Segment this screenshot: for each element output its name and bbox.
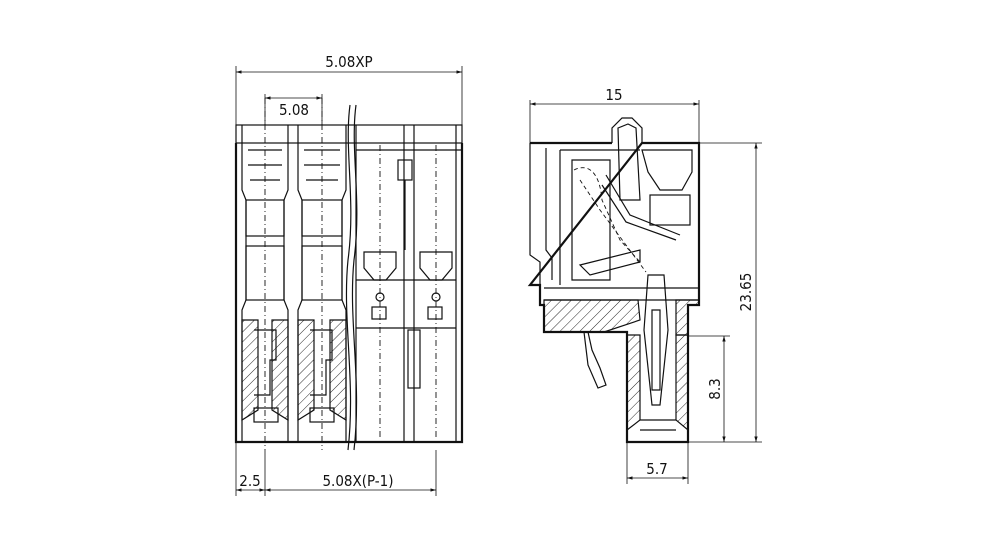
dim-pitch-span: 5.08X(P-1) xyxy=(322,472,393,490)
front-pole-4 xyxy=(397,143,457,442)
front-pole-3 xyxy=(355,143,405,442)
dim-edge-offset: 2.5 xyxy=(239,472,260,490)
dim-side-width: 15 xyxy=(605,86,622,104)
dim-pitch: 5.08 xyxy=(279,101,309,119)
front-view xyxy=(234,98,464,451)
dim-lower-height: 8.3 xyxy=(706,378,724,399)
front-dimensions: 5.08XP 5.08 2.5 5.08X(P-1) xyxy=(235,53,463,496)
dim-overall-width: 5.08XP xyxy=(325,53,372,71)
side-dimensions: 15 23.65 8.3 5.7 xyxy=(529,86,762,484)
dim-bottom-width: 5.7 xyxy=(646,460,667,478)
front-pole-1 xyxy=(241,143,289,442)
dim-height: 23.65 xyxy=(737,273,755,312)
side-view xyxy=(527,117,701,444)
